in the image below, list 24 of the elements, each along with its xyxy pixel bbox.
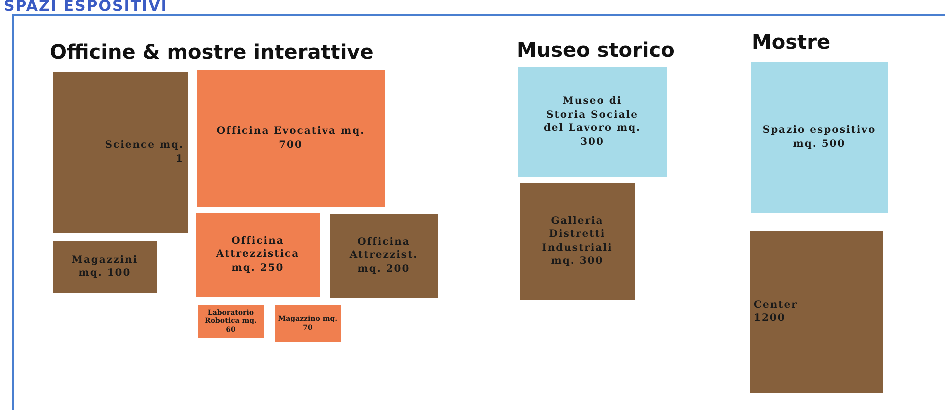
room-label: Science mq. 1 [104,139,184,166]
room-label: Officina Attrezzistica mq. 250 [215,234,301,276]
room-label: Museo di Storia Sociale del Lavoro mq. 300 [542,95,642,149]
room-block [53,72,188,233]
room-block [751,62,888,213]
section-heading: Officine & mostre interattive [50,40,374,64]
room-block [330,214,438,298]
section-heading: Mostre [752,30,831,54]
room-label: Officina Evocativa mq. 700 [216,125,366,152]
title: SPAZI ESPOSITIVI [4,0,168,15]
room-label: Spazio espositivo mq. 500 [762,124,878,151]
room-block [53,241,157,293]
room-label: Officina Attrezzist. mq. 200 [348,236,420,276]
room-label: Magazzini mq. 100 [70,254,140,280]
room-block [196,213,320,297]
room-block [518,67,667,177]
room-label: Center 1200 [754,298,799,326]
room-block [198,305,264,338]
room-block [750,231,883,393]
room-block [520,183,635,300]
room-label: Galleria Distretti Industriali mq. 300 [541,214,614,268]
room-block [197,70,385,207]
room-block [275,305,341,342]
section-heading: Museo storico [517,38,675,62]
